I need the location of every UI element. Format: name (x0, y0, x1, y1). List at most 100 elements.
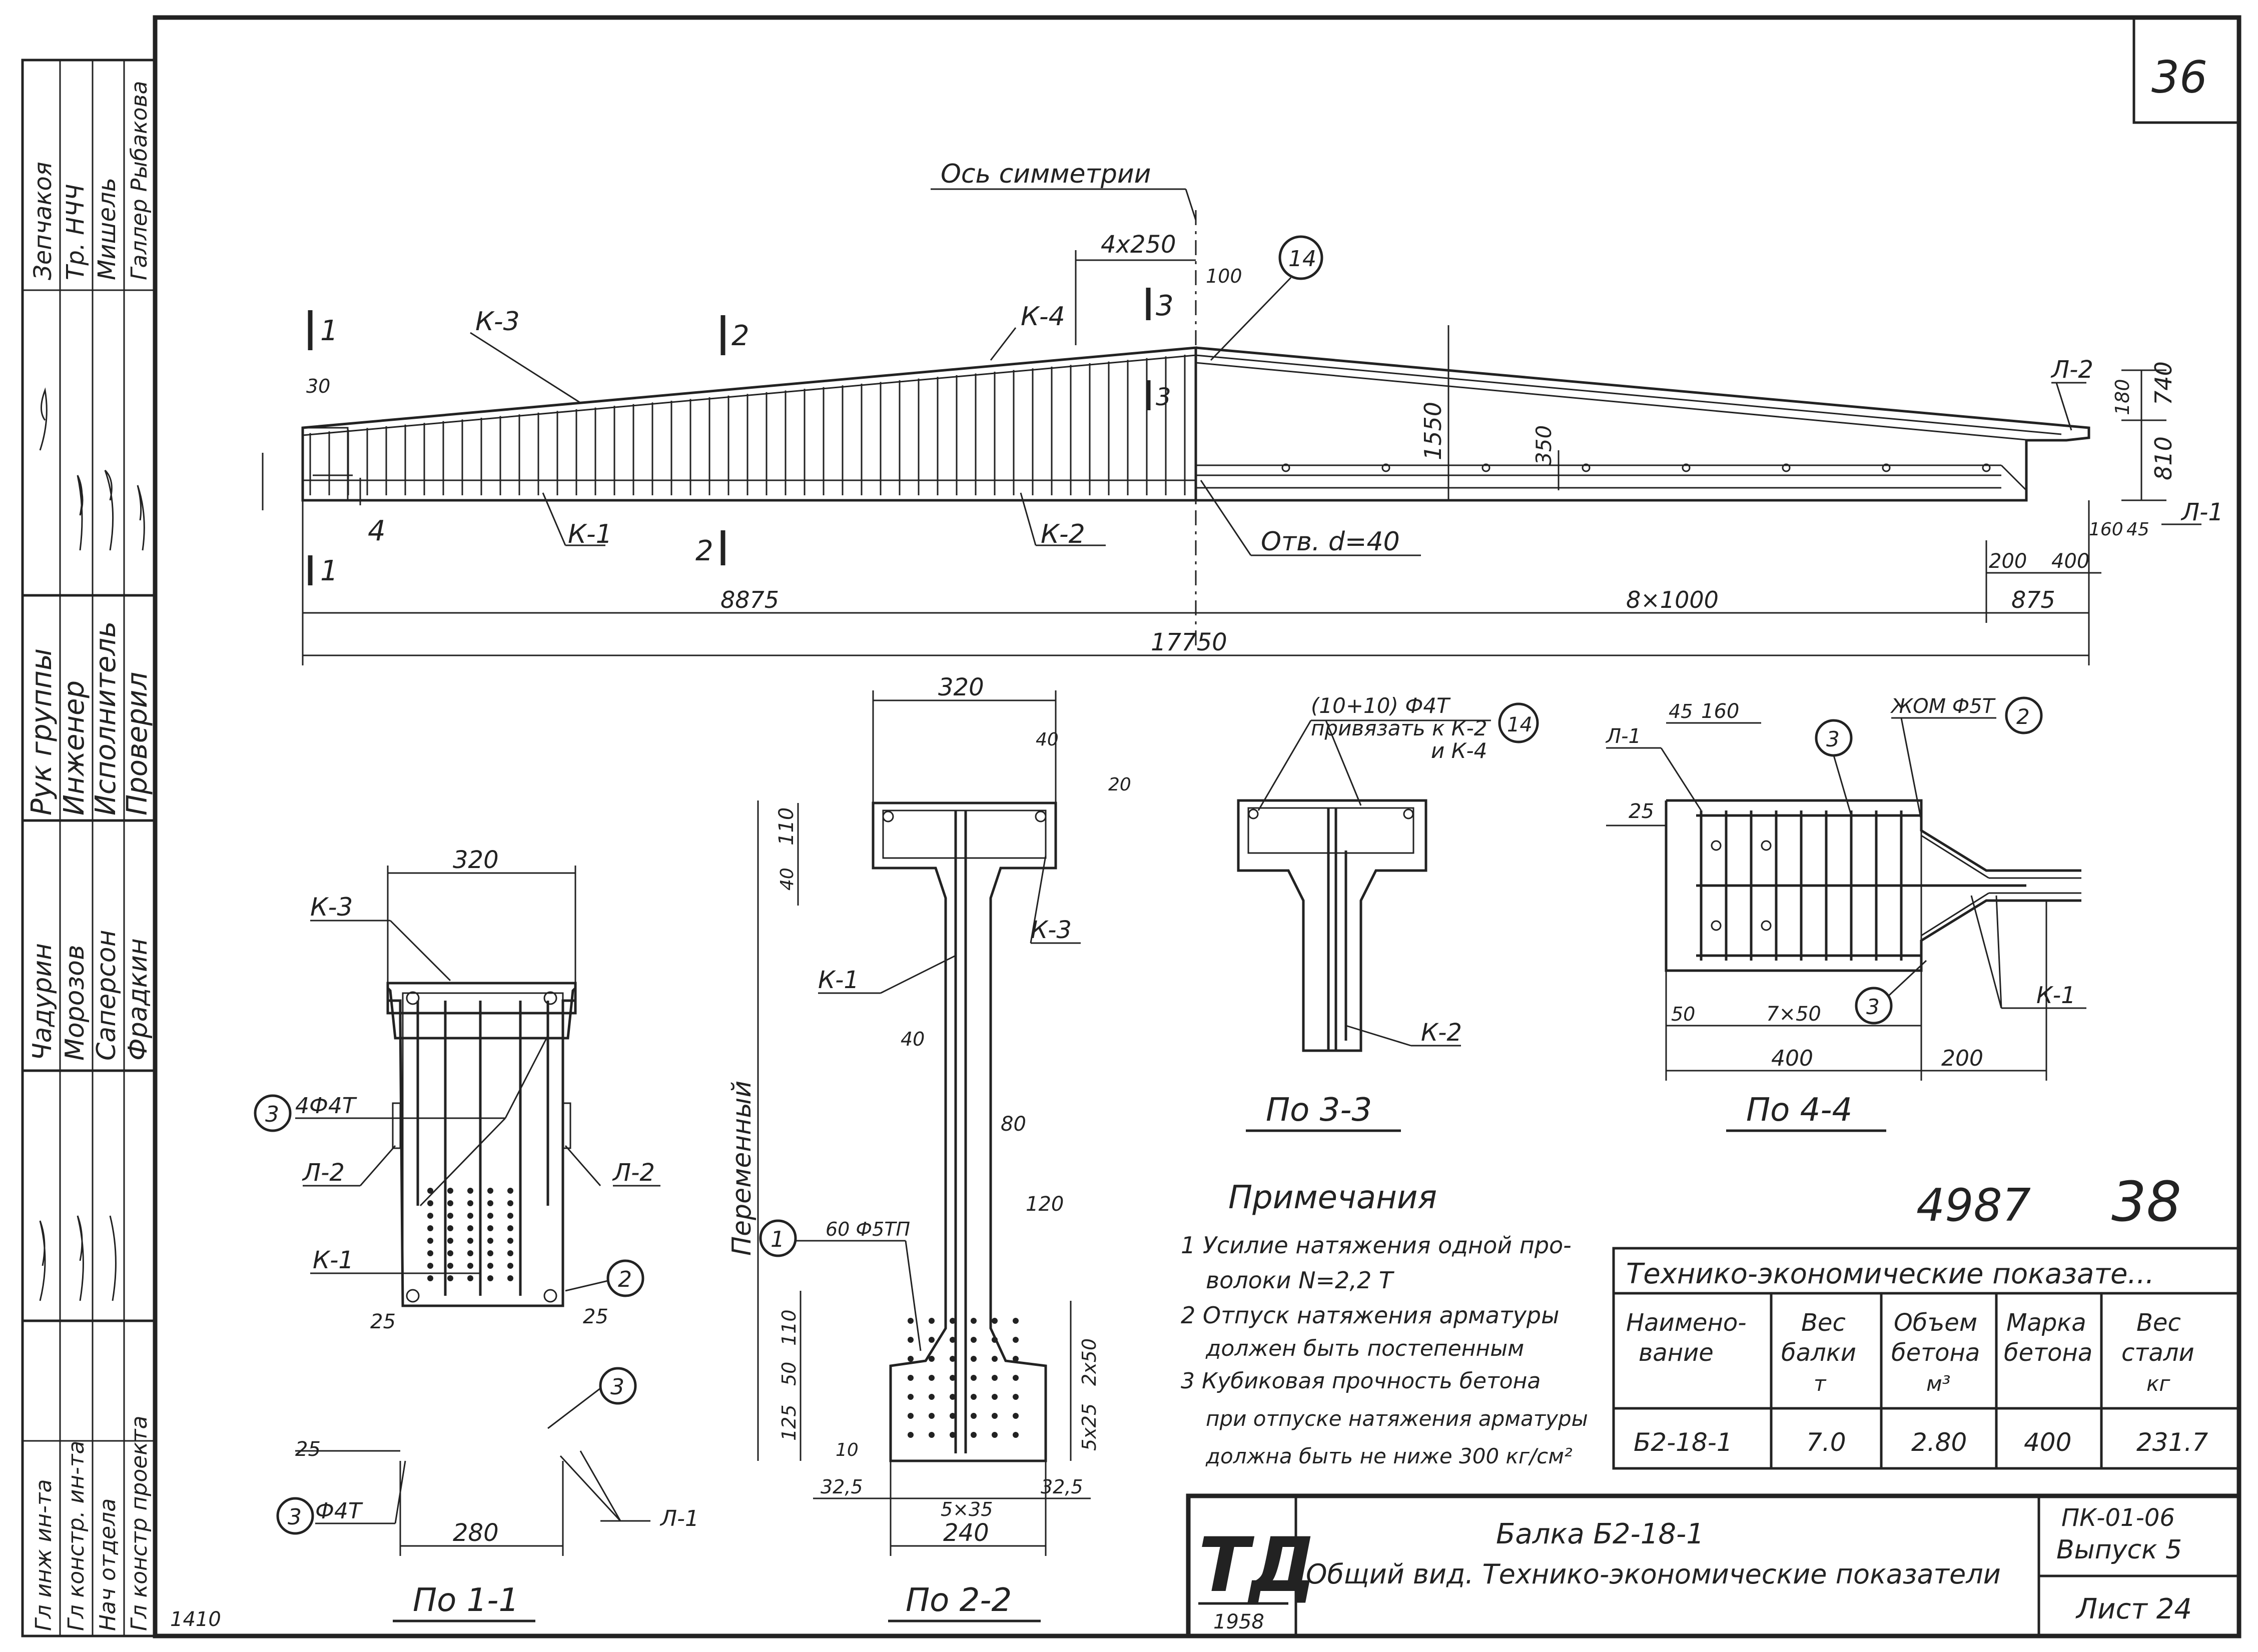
s44-callout-3b (1855, 987, 1893, 1025)
th-name-2: вание (1639, 1339, 1714, 1367)
strand (1013, 1375, 1019, 1381)
symmetry-axis-label: Ось симметрии (941, 159, 1151, 189)
s22-dim-125: 125 (778, 1404, 800, 1441)
strand (1013, 1356, 1019, 1362)
dim-400: 400 (2051, 550, 2089, 573)
s33-label-bars: (10+10) Ф4Т (1311, 693, 1451, 718)
s22-label-k1: К-1 (818, 966, 859, 994)
section-2-2-strands (908, 1318, 1019, 1438)
strand (467, 1275, 473, 1281)
strand (950, 1394, 956, 1400)
title-block-year: 1958 (1213, 1610, 1264, 1633)
s22-dim-32a: 32,5 (821, 1476, 863, 1498)
strand (447, 1225, 453, 1231)
td-volume: 2.80 (1911, 1428, 1967, 1457)
strand (908, 1337, 914, 1343)
th-name-1: Наимено- (1626, 1309, 1747, 1337)
strand (487, 1200, 493, 1206)
table-title: Технико-экономические показате... (1626, 1258, 2154, 1290)
callout-14-text: 14 (1288, 246, 1316, 272)
stamp-role-name-1: Чадурин (28, 943, 58, 1061)
s22-dim-40b: 40 (777, 868, 798, 891)
note-line-7: должна быть не ниже 300 кг/см² (1205, 1444, 1573, 1468)
section-mark-1-bottom: 1 (320, 555, 338, 587)
dim-30: 30 (306, 375, 330, 397)
dim-810: 810 (2150, 436, 2177, 480)
strand (487, 1213, 493, 1219)
strand (427, 1238, 433, 1244)
s44-title: По 4-4 (1746, 1092, 1852, 1129)
s44-dim-160: 160 (1701, 700, 1739, 723)
dim-160: 160 (2089, 519, 2123, 540)
s22-callout-1 (759, 1219, 797, 1257)
strand (447, 1238, 453, 1244)
strand (507, 1238, 513, 1244)
strand (487, 1188, 493, 1194)
th-weight-3: т (1814, 1371, 1827, 1396)
s44-callout-3b-text: 3 (1866, 995, 1880, 1019)
title-block-title-1: Балка Б2-18-1 (1496, 1518, 1704, 1550)
strand (908, 1356, 914, 1362)
label-k1: К-1 (568, 519, 612, 549)
strand (929, 1432, 935, 1438)
s11-dim-280: 280 (453, 1519, 499, 1547)
strand (467, 1213, 473, 1219)
section-mark-2-top: 2 (731, 320, 749, 352)
strand (487, 1250, 493, 1256)
th-grade-1: Марка (2006, 1309, 2086, 1337)
s22-label-wire: 60 Ф5ТП (826, 1218, 910, 1240)
section-3-3: (10+10) Ф4Т привязать к К-2 и К-4 14 К-2… (1237, 693, 1539, 1132)
strand (971, 1394, 977, 1400)
strand (427, 1250, 433, 1256)
td-weight: 7.0 (1806, 1428, 1846, 1457)
left-stamp: Зепчакоя Тр. НЧЧ Мишель Галлер Рыбакова … (21, 59, 157, 1637)
th-steel-3: кг (2146, 1371, 2170, 1396)
s44-dim-25: 25 (1629, 800, 1654, 823)
beam-right-half (1195, 346, 2090, 502)
s22-label-variable: Переменный (727, 1081, 757, 1256)
th-volume-1: Объем (1894, 1309, 1977, 1337)
strand (992, 1318, 998, 1324)
s11-label-l2a: Л-2 (302, 1159, 345, 1187)
notes-heading: Примечания (1228, 1179, 1437, 1216)
strand (467, 1263, 473, 1269)
holes (1281, 463, 1991, 472)
strand (507, 1188, 513, 1194)
s33-label-k2: К-2 (1421, 1019, 1462, 1047)
strand (950, 1337, 956, 1343)
stamp-role-3: Исполнитель (90, 621, 122, 815)
strand (908, 1432, 914, 1438)
s11-label-l2b: Л-2 (612, 1159, 655, 1187)
stamp-role-name-2: Морозов (60, 945, 90, 1061)
th-grade-2: бетона (2004, 1339, 2092, 1367)
title-block-issue: Выпуск 5 (2056, 1535, 2182, 1565)
dim-100: 100 (1206, 265, 1242, 287)
note-line-4: должен быть постепенным (1205, 1336, 1524, 1361)
strand (992, 1375, 998, 1381)
notes: Примечания 1 Усилие натяжения одной про-… (1181, 1179, 1588, 1468)
s11-dim-25a: 25 (370, 1310, 396, 1333)
strand (447, 1275, 453, 1281)
s22-dim-5x35: 5×35 (941, 1498, 993, 1520)
beam-elevation: Ось симметрии 1 1 2 2 3 3 4 К-3 К-4 К-1 … (262, 159, 2223, 665)
strand (467, 1250, 473, 1256)
s11-callout-3a (254, 1094, 292, 1132)
s33-label-tie2: и К-4 (1431, 738, 1487, 763)
section-4-4: Л-1 45 160 3 ЖОМ Ф5Т 2 25 3 К-1 50 7×50 … (1605, 695, 2086, 1132)
strand (467, 1225, 473, 1231)
strand (507, 1275, 513, 1281)
signature-5 (39, 1220, 46, 1301)
strand (950, 1375, 956, 1381)
title-block-sheet: Лист 24 (2075, 1593, 2192, 1625)
th-volume-3: м³ (1926, 1371, 1951, 1396)
th-steel-1: Вес (2136, 1309, 2181, 1337)
s33-title: По 3-3 (1266, 1092, 1372, 1129)
td-grade: 400 (2024, 1428, 2071, 1457)
stirrups (309, 354, 1186, 495)
note-line-6: при отпуске натяжения арматуры (1206, 1406, 1588, 1431)
stamp-role-1: Рук группы (26, 648, 58, 815)
s11-label-bar: 4Ф4Т (295, 1093, 357, 1119)
s22-label-k3: К-3 (1031, 916, 1072, 944)
strand (427, 1263, 433, 1269)
